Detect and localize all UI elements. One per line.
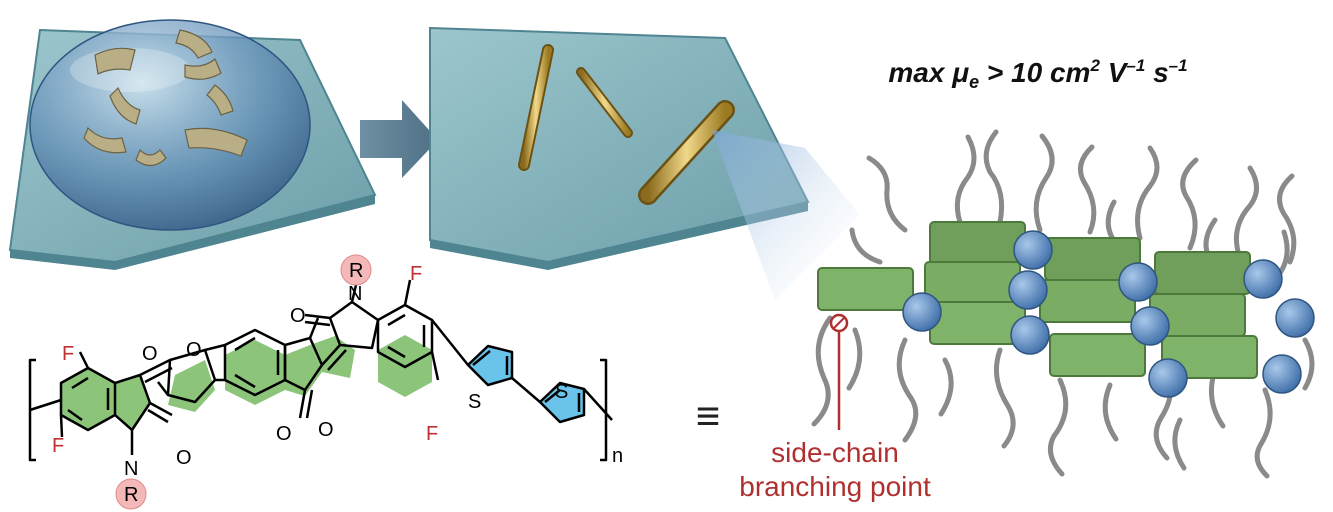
r-group-badge-top [340, 254, 372, 286]
polymer-ribbons [83, 29, 248, 167]
annotation-line-1: side-chain [771, 437, 899, 468]
molecular-packing-model: side-chain branching point [739, 129, 1315, 502]
headline-subscript: e [969, 72, 979, 92]
headline-prefix: max μ [888, 57, 969, 88]
atom-o-2: O [176, 447, 192, 469]
side-chains [811, 129, 1315, 479]
atom-o-6: O [318, 419, 334, 441]
headline-s: s [1145, 57, 1168, 88]
headline-sup1: 2 [1089, 56, 1100, 75]
crystalline-rods [518, 44, 735, 205]
atom-f-2: F [52, 435, 64, 457]
atom-o-3: O [186, 339, 202, 361]
atom-n-2: N [348, 283, 362, 305]
solution-droplet [29, 19, 311, 231]
atom-f-3: F [410, 263, 422, 285]
headline-sup2: –1 [1126, 56, 1145, 75]
atom-o-1: O [142, 343, 158, 365]
branching-point-marker [829, 313, 849, 430]
conjugated-backbones [817, 221, 1258, 379]
atom-o-4: O [290, 305, 306, 327]
headline-sup3: –1 [1169, 56, 1188, 75]
annotation-line-2: branching point [739, 471, 931, 502]
chemical-structure: F F F F O O O O O O N N S S R R n [28, 254, 623, 510]
atom-n-1: N [124, 458, 138, 480]
headline-v: V [1100, 57, 1129, 88]
atom-s-2: S [555, 381, 568, 403]
atom-labels: F F F F O O O O O O N N S S R R n [52, 260, 623, 506]
crystal-rods-panel [429, 26, 810, 270]
r-group-badge-bottom [115, 478, 147, 510]
process-arrow [360, 100, 438, 178]
equivalence-sign: ≡ [696, 392, 721, 439]
thiophene-beads [902, 230, 1315, 398]
atom-f-1: F [62, 343, 74, 365]
atom-f-4: F [426, 423, 438, 445]
headline-middle: > 10 cm [979, 57, 1090, 88]
repeat-unit-n: n [612, 445, 623, 467]
atom-o-5: O [276, 423, 292, 445]
solution-droplet-panel [8, 19, 377, 270]
bonds [28, 279, 613, 462]
zoom-cone [712, 130, 860, 300]
atom-s-1: S [468, 391, 481, 413]
mobility-headline: max μe > 10 cm2 V–1 s–1 [888, 56, 1187, 92]
atom-r-1: R [349, 260, 363, 282]
atom-r-2: R [124, 484, 138, 506]
